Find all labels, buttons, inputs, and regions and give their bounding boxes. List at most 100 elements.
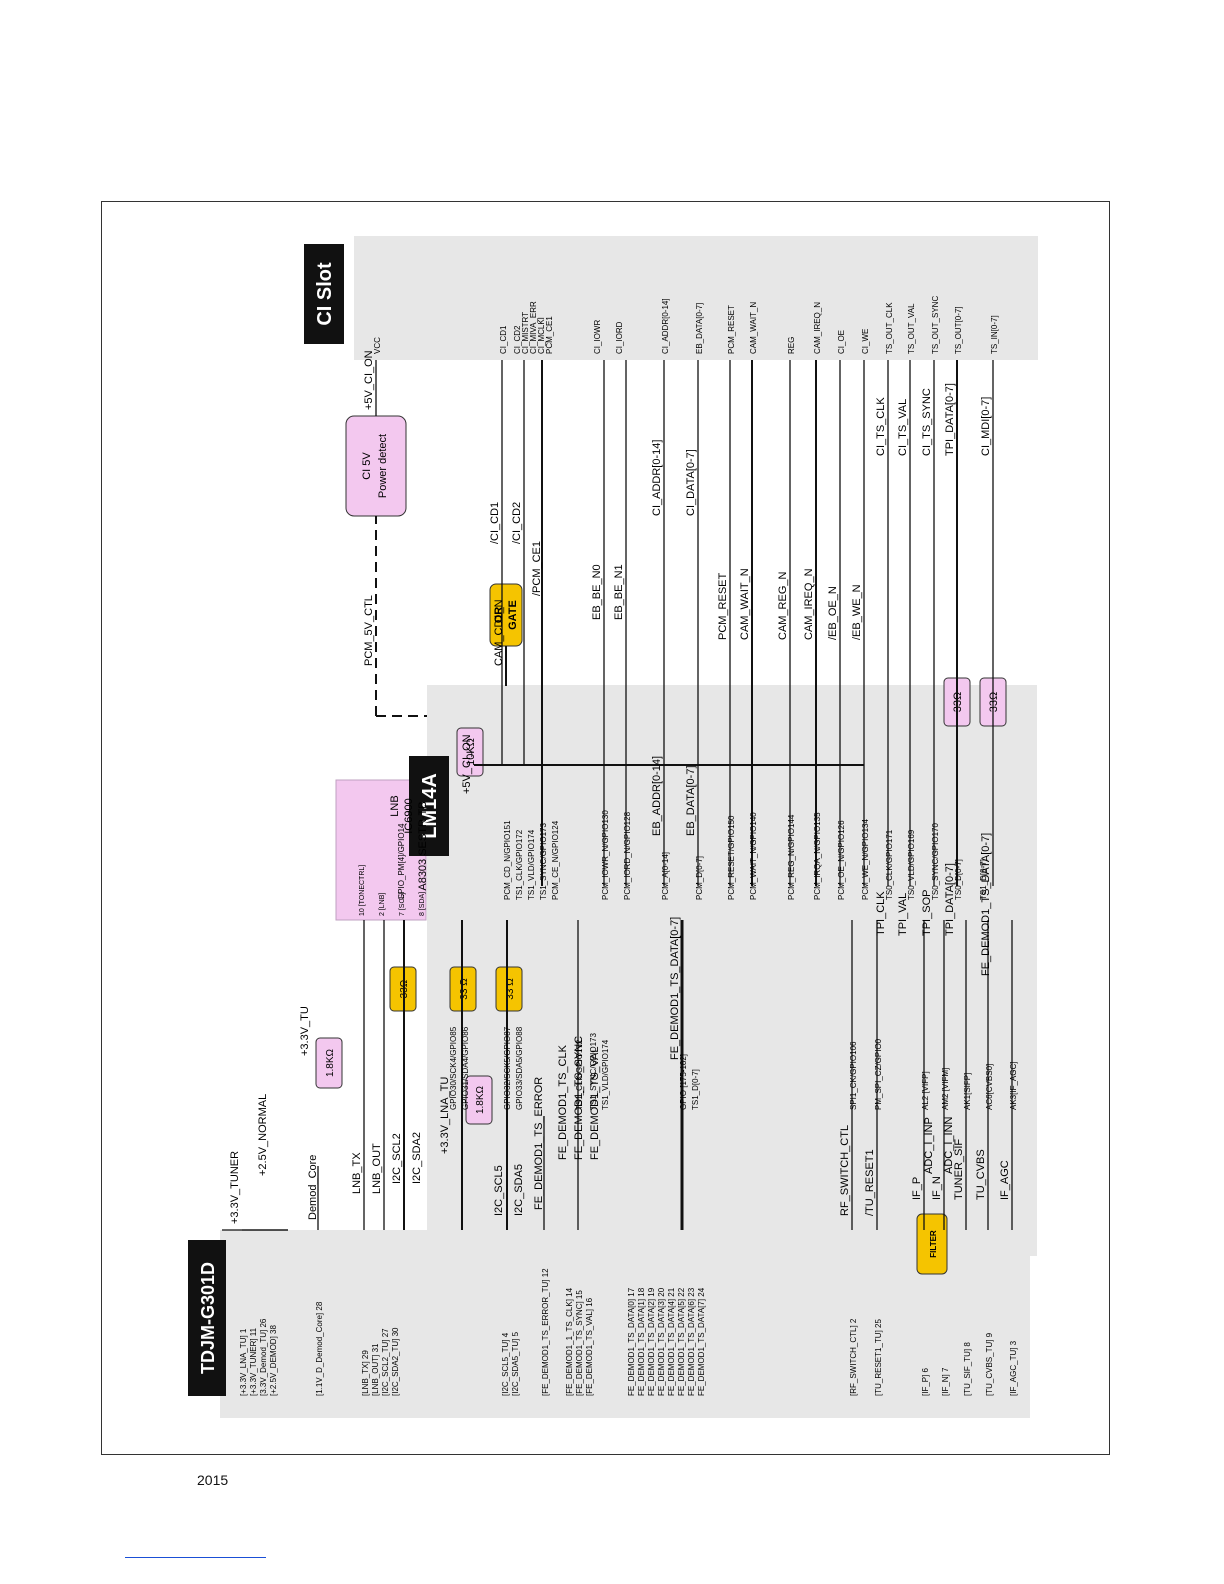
soc-ci-pin: GPIO_PM[4]/GPIO14 — [397, 823, 406, 900]
tuner-pin: [I2C_SCL5_TU] 4 — [501, 1332, 510, 1396]
tuner-title: TDJM-G301D — [198, 1262, 218, 1374]
lnb-pin: 2 [LNB] — [379, 893, 386, 916]
ci-slot-pin: CAM_WAIT_N — [749, 302, 758, 354]
lm14a-block — [427, 685, 1037, 1256]
soc-ci-pin: PCM_IORD_N/GPIO128 — [623, 811, 632, 900]
ci-slot-block — [354, 236, 1038, 360]
ci-net-label: CI_DATA[0-7] — [685, 449, 697, 516]
soc-ci-pin: PCM_REG_N/GPIO144 — [787, 814, 796, 900]
tuner-pin: FE_DEMOD1_TS_DATA[5] 22 — [677, 1287, 686, 1396]
resistor-10k-label: 10KΩ — [465, 738, 477, 766]
ci-slot-pin: TS_OUT_VAL — [907, 303, 916, 354]
tuner-net-label: FE_DEMOD1_TS_DATA[0-7] — [669, 917, 681, 1060]
tuner-net-label: I2C_SDA5 — [513, 1164, 525, 1216]
tuner-pin: [IF_AGC_TU] 3 — [1009, 1340, 1018, 1396]
tuner-pin: [FE_DEMOD1_TS_ERROR_TU] 12 — [541, 1268, 550, 1396]
lnb-label: LNB — [389, 795, 401, 816]
soc-tuner-pin: AM2 [VIFM] — [941, 1068, 950, 1110]
soc-tuner-pin: TS1_CLK/GPIO172 — [575, 1039, 584, 1110]
tuner-pin: [TU_RESET1_TU] 25 — [874, 1319, 883, 1396]
filter-label: FILTER — [929, 1230, 938, 1258]
ci-slot-pin: CI_CD2 — [513, 325, 522, 354]
tuner-net-label: +3.3V_TUNER — [229, 1151, 241, 1224]
ci-net-label: TPI_DATA[0-7] — [944, 383, 956, 456]
ci-net-label: /EB_WE_N — [851, 584, 863, 640]
soc-tuner-pin: GPIO33/SDA5/GPIO88 — [515, 1026, 524, 1110]
ci-slot-pin: REG — [787, 337, 796, 354]
soc-ci-pin: PCM_RESET/GPIO150 — [727, 815, 736, 900]
soc-net-label: TPI_DATA[0-7] — [944, 863, 956, 936]
ci-net-label: /EB_OE_N — [827, 586, 839, 640]
lnb-chip: A8303 SESTR-TB — [417, 801, 429, 890]
soc-tuner-pin: TS1_D[0-7] — [691, 1069, 700, 1110]
tuner-pin: [FE_DEMOD1_1_TS_CLK] 14 — [565, 1287, 574, 1396]
ci-slot-pin: EB_DATA[0-7] — [695, 303, 704, 354]
ci-slot-pin: CI_OE — [837, 330, 846, 354]
soc-ci-pin: PCM_WAIT_N/GPIO140 — [749, 812, 758, 900]
tuner-pin: FE_DEMOD1_TS_DATA[3] 20 — [657, 1287, 666, 1396]
soc-ci-pin: PCM_IOWR_N/GPIO130 — [601, 810, 610, 900]
footer-year: 2015 — [197, 1472, 229, 1488]
resistor-1k8-lna — [465, 1075, 493, 1125]
tuner-pin: [+3.3V_LNA_TU] 1 — [239, 1328, 248, 1396]
tuner-net-label: I2C_SDA2 — [411, 1132, 423, 1184]
ci-slot-pin: CI_CD1 — [499, 325, 508, 354]
tuner-pin: [TU_SIF_TU] 8 — [963, 1342, 972, 1396]
tuner-net-label: LNB_TX — [351, 1152, 363, 1194]
tuner-pin: [1.1V_D_Demod_Core] 28 — [315, 1301, 324, 1396]
block-diagram: CI Slot LM14A TDJM-G301D LNB IC6900 A830… — [188, 236, 1038, 1418]
tuner-net-label: IF_P — [911, 1177, 923, 1200]
tuner-net-label: FE_DEMOD1_TS_ERROR — [533, 1077, 545, 1210]
tuner-pin: [FE_DEMOD1_TS_SYNC] 15 — [575, 1290, 584, 1396]
soc-tuner-pin: GPIO30/SCK4/GPIO85 — [449, 1026, 458, 1110]
tuner-net-label: ADC_I_INP — [923, 1117, 935, 1174]
soc-net-label: EB_ADDR[0-14] — [651, 756, 663, 836]
resistor-33-scl5 — [495, 966, 523, 1012]
footer-link-underline[interactable] — [125, 1557, 266, 1558]
ci-net-label: CAM_WAIT_N — [739, 568, 751, 640]
soc-net-label: TPI_VAL — [897, 893, 909, 936]
tuner-pin: [I2C_SDA2_TU] 30 — [391, 1327, 400, 1396]
soc-net-label: CAM_CD1_N — [493, 599, 505, 666]
or-gate-line2: GATE — [507, 600, 519, 630]
soc-ci-pin: PCM_IRQA_N/GPIO135 — [813, 812, 822, 900]
resistor-33-scl5-label: 33 Ω — [505, 978, 516, 1000]
tuner-net-label: ADC_I_INN — [943, 1116, 955, 1174]
schematic-frame: CI Slot LM14A TDJM-G301D LNB IC6900 A830… — [101, 201, 1110, 1455]
tuner-net-label: LNB_OUT — [371, 1143, 383, 1194]
soc-ci-pin: TS0_VLD/GPIO169 — [907, 829, 916, 900]
ci-slot-pin: PCM_CE1 — [545, 316, 554, 354]
ci-slot-title-box — [304, 244, 344, 344]
tuner-pin: [IF_P] 6 — [921, 1367, 930, 1396]
ci-net-label: /CI_CD2 — [511, 502, 523, 544]
ci-slot-pin: CI_MIVA_ERR — [529, 301, 538, 354]
ci-power-line1: CI 5V — [361, 452, 373, 480]
soc-tuner-pin: GPIO31/SDA4/GPIO86 — [461, 1026, 470, 1110]
ci-net-label: /PCM_CE1 — [531, 541, 543, 596]
tuner-net-label: I2C_SCL2 — [391, 1133, 403, 1184]
ci-slot-pin: CI_ADDR[0-14] — [661, 298, 670, 354]
ci-net-label: CAM_REG_N — [777, 571, 789, 640]
tuner-pin: FE_DEMOD1_TS_DATA[4] 21 — [667, 1287, 676, 1396]
soc-net-label: PCM_5V_CTL — [363, 595, 375, 666]
soc-net-label: FE_DEMOD1_TS_DATA[0-7] — [980, 833, 992, 976]
tuner-pin: [LNB_OUT] 31 — [371, 1343, 380, 1396]
ci-slot-pin: PCM_RESET — [727, 305, 736, 354]
ci-slot-pin: CAM_IREQ_N — [813, 302, 822, 354]
lnb-pin: 10 [TONECTRL] — [359, 865, 366, 916]
resistor-1k8-tu-label: 1.8KΩ — [325, 1048, 336, 1077]
tuner-pin: FE_DEMOD1_TS_DATA[2] 19 — [647, 1287, 656, 1396]
soc-ci-pin: TS0_SYNC/GPIO170 — [931, 823, 940, 900]
tuner-pin: FE_DEMOD1_TS_DATA[7] 24 — [697, 1287, 706, 1396]
soc-ci-pin: TS1_D[0-7] — [979, 859, 988, 900]
ci-power-detect-block — [345, 415, 407, 517]
tuner-pin: [LNB_TX] 29 — [361, 1350, 370, 1396]
soc-ci-pin: PCM_WE_N/GPIO134 — [861, 819, 870, 900]
soc-net-label: TPI_CLK — [875, 891, 887, 936]
ci-slot-pin: CI_IORD — [615, 321, 624, 354]
ci-slot-pin: CI_WE — [861, 329, 870, 354]
resistor-1k8-tu — [315, 1037, 343, 1089]
tuner-pin: [I2C_SDA5_TU] 5 — [511, 1331, 520, 1396]
soc-ci-pin: TS1_VLD/GPIO174 — [527, 829, 536, 900]
